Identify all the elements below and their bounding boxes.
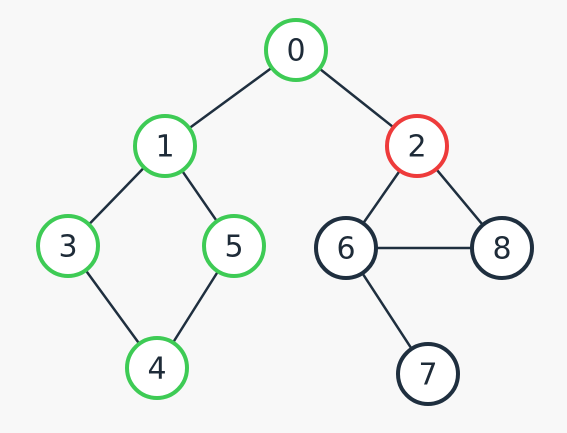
edge-5-4 bbox=[171, 270, 220, 344]
node-8-circle bbox=[470, 216, 534, 280]
node-1-circle bbox=[133, 114, 197, 178]
edge-0-2 bbox=[318, 67, 395, 129]
node-7-circle bbox=[396, 342, 460, 406]
node-2: 2 bbox=[385, 114, 449, 178]
edge-1-5 bbox=[180, 169, 219, 223]
node-5-circle bbox=[202, 214, 266, 278]
node-5: 5 bbox=[202, 214, 266, 278]
edge-6-7 bbox=[361, 271, 413, 351]
node-1-label: 1 bbox=[155, 130, 174, 165]
node-3: 3 bbox=[36, 214, 100, 278]
edges-layer bbox=[84, 66, 485, 351]
node-0: 0 bbox=[264, 18, 328, 82]
edge-0-1 bbox=[187, 66, 274, 130]
node-1: 1 bbox=[133, 114, 197, 178]
node-5-label: 5 bbox=[224, 230, 243, 265]
node-8-label: 8 bbox=[492, 232, 511, 267]
node-2-circle bbox=[385, 114, 449, 178]
node-4-label: 4 bbox=[147, 352, 166, 387]
node-4-circle bbox=[125, 336, 189, 400]
nodes-layer: 0 1 2 3 5 4 6 8 7 bbox=[36, 18, 534, 406]
node-7-label: 7 bbox=[418, 358, 437, 393]
node-0-label: 0 bbox=[286, 34, 305, 69]
node-4: 4 bbox=[125, 336, 189, 400]
node-6-circle bbox=[314, 216, 378, 280]
node-6: 6 bbox=[314, 216, 378, 280]
edge-3-4 bbox=[84, 268, 141, 346]
node-2-label: 2 bbox=[407, 130, 426, 165]
edge-1-3 bbox=[87, 166, 146, 226]
edge-2-6 bbox=[361, 169, 402, 225]
node-0-circle bbox=[264, 18, 328, 82]
node-3-circle bbox=[36, 214, 100, 278]
node-6-label: 6 bbox=[336, 232, 355, 267]
node-3-label: 3 bbox=[58, 230, 77, 265]
node-8: 8 bbox=[470, 216, 534, 280]
node-7: 7 bbox=[396, 342, 460, 406]
edge-2-8 bbox=[434, 167, 485, 227]
